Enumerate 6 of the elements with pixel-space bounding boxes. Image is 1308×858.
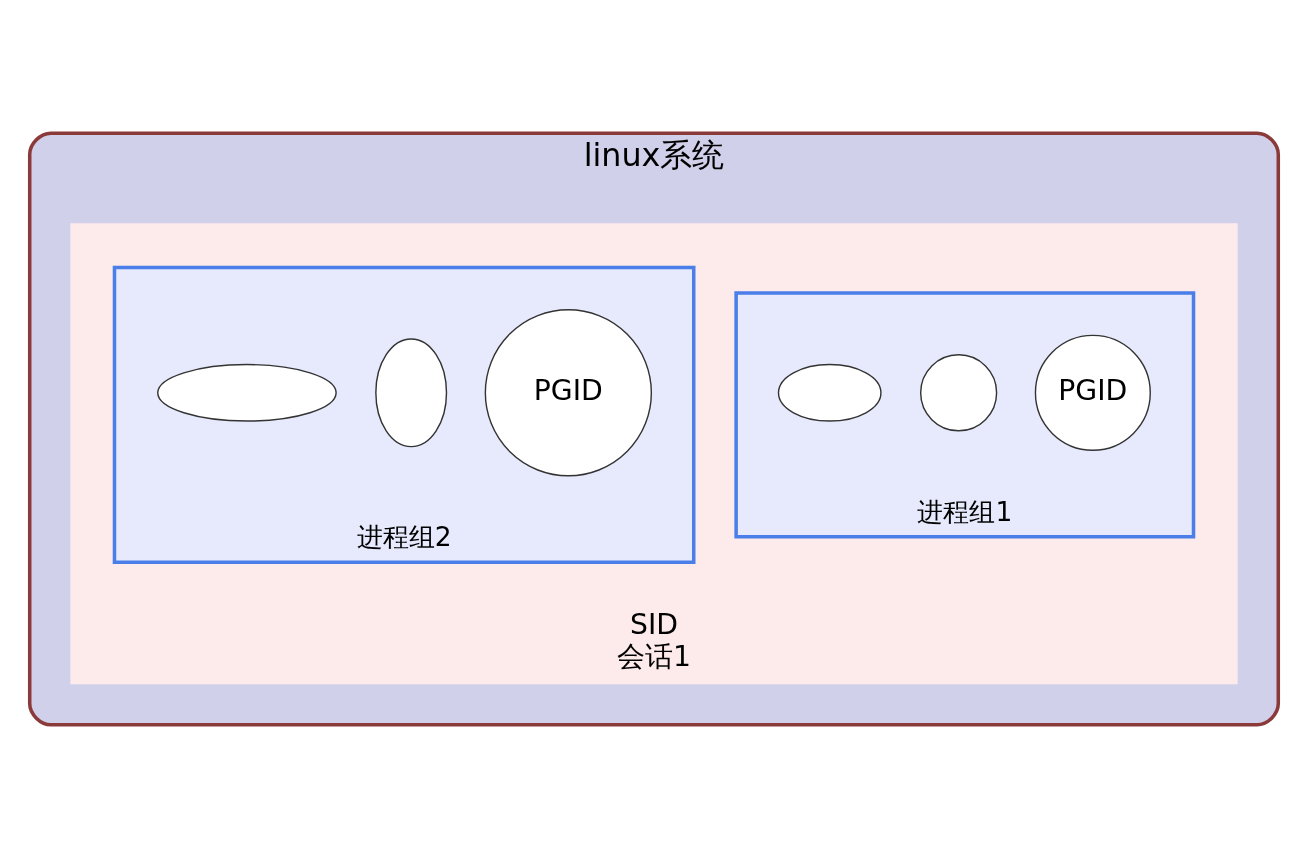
node-circle: [919, 354, 998, 432]
node-ellipse: [777, 363, 882, 422]
node-circle: PGID: [1034, 334, 1151, 451]
node-circle: PGID: [484, 309, 653, 477]
node-ellipse: [157, 363, 337, 422]
node-ellipse: [375, 338, 448, 448]
